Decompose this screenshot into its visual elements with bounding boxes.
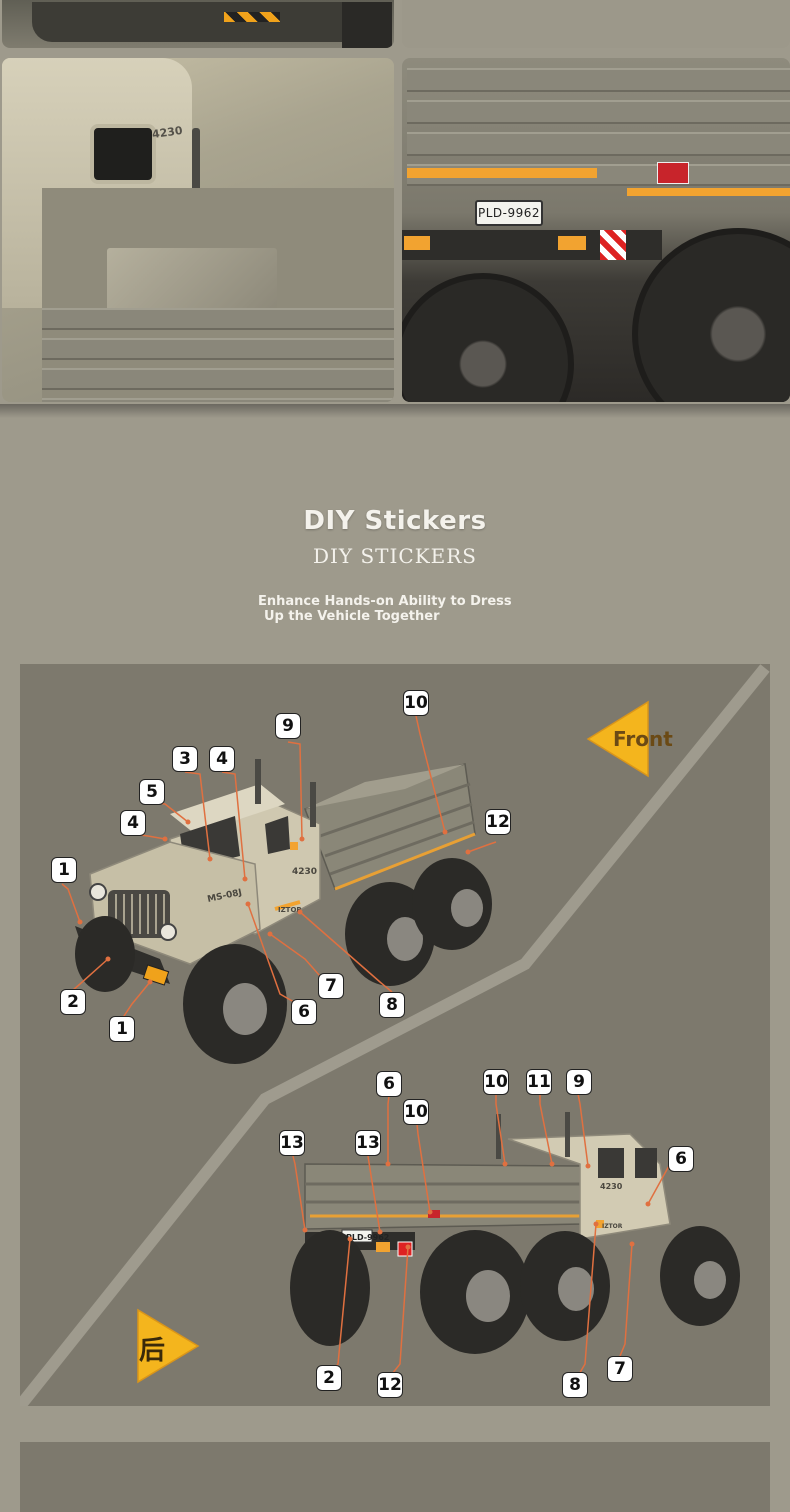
rear-view-truck <box>290 1112 740 1354</box>
callout-badge: 10 <box>403 690 429 716</box>
rear-tire <box>402 273 574 402</box>
callout-badge: 3 <box>172 746 198 772</box>
callout-badge: 6 <box>291 999 317 1025</box>
orange-stripe <box>627 188 790 196</box>
callout-badge: 10 <box>483 1069 509 1095</box>
rear-label: 后 <box>139 1336 166 1366</box>
callout-badge: 2 <box>60 989 86 1015</box>
callout-dots <box>77 819 651 1250</box>
callout-badge: 13 <box>355 1130 381 1156</box>
front-arrow-icon <box>586 700 649 778</box>
hazard-stripe <box>224 12 280 22</box>
section-description: Enhance Hands-on Ability to Dress Up the… <box>258 594 548 624</box>
photo-placeholder-top-right <box>402 0 790 48</box>
callout-badge: 1 <box>51 857 77 883</box>
front-truck-side-number: 4230 <box>292 867 317 877</box>
rear-reflector-right <box>558 236 586 250</box>
description-line-1: Enhance Hands-on Ability to Dress <box>258 594 512 609</box>
callout-badge: 12 <box>377 1372 403 1398</box>
description-line-2: Up the Vehicle Together <box>264 609 440 624</box>
callout-badge: 7 <box>318 973 344 999</box>
rear-truck-plate: PLD-9962 <box>346 1233 389 1242</box>
callout-badge: 6 <box>376 1071 402 1097</box>
rear-truck-door-text: IZTOR <box>602 1223 623 1230</box>
callout-badge: 5 <box>139 779 165 805</box>
warning-sticker <box>657 162 689 184</box>
photo-truck-rear: PLD-9962 <box>402 58 790 402</box>
callout-badge: 9 <box>275 713 301 739</box>
next-section-panel <box>20 1442 770 1512</box>
section-title: DIY Stickers <box>303 506 487 536</box>
callout-badge: 8 <box>562 1372 588 1398</box>
callout-badge: 8 <box>379 992 405 1018</box>
callout-badge: 10 <box>403 1099 429 1125</box>
callout-badge: 9 <box>566 1069 592 1095</box>
orange-stripe <box>407 168 597 178</box>
front-truck-door-text: IZTOR <box>278 906 302 914</box>
rear-license-plate: PLD-9962 <box>475 200 543 226</box>
callout-badge: 13 <box>279 1130 305 1156</box>
front-label: Front <box>613 727 673 751</box>
callout-badge: 4 <box>120 810 146 836</box>
section-subtitle: DIY STICKERS <box>312 544 478 568</box>
sticker-diagram-panel: MS-08J 4230 IZTOR <box>20 664 770 1406</box>
photo-truck-cargo-bed: 4230 <box>2 58 394 402</box>
callout-badge: 1 <box>109 1016 135 1042</box>
callout-badge: 11 <box>526 1069 552 1095</box>
rear-arrow-icon <box>137 1308 200 1384</box>
callout-badge: 7 <box>607 1356 633 1382</box>
rear-truck-side-number: 4230 <box>600 1182 623 1191</box>
callout-badge: 6 <box>668 1146 694 1172</box>
callout-badge: 4 <box>209 746 235 772</box>
photo-truck-front-detail <box>2 0 394 48</box>
rear-reflector-left <box>404 236 430 250</box>
hazard-stripe <box>600 230 626 260</box>
callout-badge: 2 <box>316 1365 342 1391</box>
front-view-truck <box>75 759 492 1064</box>
callout-badge: 12 <box>485 809 511 835</box>
section-divider <box>0 404 790 418</box>
